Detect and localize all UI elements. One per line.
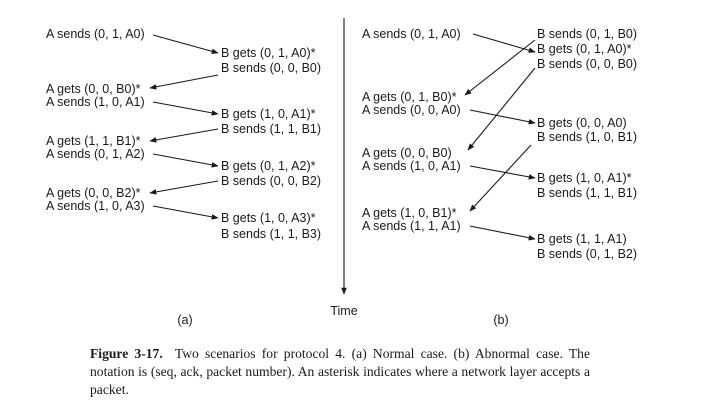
panel-a-label: A sends (1, 0, A1) [46,95,145,109]
panel-a: A sends (0, 1, A0) B gets (0, 1, A0)* B … [46,27,321,241]
panel-b-label: A sends (1, 1, A1) [362,219,461,233]
panel-a-label: B sends (1, 1, B3) [221,227,321,241]
panel-b-arrows [464,33,536,241]
message-arrow [149,128,219,143]
panel-b-label: B gets (0, 1, A0)* [537,42,632,56]
time-axis-label: Time [330,304,357,318]
message-arrow [464,39,536,96]
panel-b-label: A gets (0, 0, B0) [362,146,452,160]
panel-b-label: A gets (1, 0, B1)* [362,206,457,220]
panel-b-label: A sends (0, 1, A0) [362,27,461,41]
panel-a-label: B gets (0, 1, A2)* [221,159,316,173]
panel-b-label: B gets (1, 1, A1) [537,232,627,246]
message-arrow [469,144,532,212]
panel-b-label: B sends (0, 1, B2) [537,247,637,261]
panel-a-label: A gets (0, 0, B2)* [46,186,141,200]
message-arrow [152,205,219,220]
message-arrow [152,101,219,116]
panel-b: A sends (0, 1, A0) B sends (0, 1, B0) B … [362,27,637,261]
message-arrow [152,34,219,55]
message-arrow [469,165,536,180]
panel-b-label: B sends (1, 0, B1) [537,130,637,144]
message-arrow [149,74,219,90]
panel-a-label: B sends (0, 0, B2) [221,174,321,188]
panel-a-label: B sends (0, 0, B0) [221,61,321,75]
panel-a-caption-label: (a) [177,313,192,327]
panel-b-label: A sends (0, 0, A0) [362,103,461,117]
message-arrow [467,67,536,151]
message-arrow [469,225,536,241]
message-arrow [149,180,219,195]
message-arrow [469,109,536,125]
panel-b-label: B sends (0, 0, B0) [537,57,637,71]
panel-b-label: B sends (1, 1, B1) [537,186,637,200]
panel-b-label: A gets (0, 1, B0)* [362,90,457,104]
panel-a-label: A sends (0, 1, A0) [46,27,145,41]
panel-b-label: A sends (1, 0, A1) [362,159,461,173]
panel-a-label: B gets (1, 0, A3)* [221,211,316,225]
panel-a-arrows [149,34,219,220]
panel-b-label: B sends (0, 1, B0) [537,27,637,41]
panel-a-label: A sends (0, 1, A2) [46,147,145,161]
time-axis: Time [330,18,358,318]
panel-b-label: B gets (1, 0, A1)* [537,171,632,185]
panel-b-label: B gets (0, 0, A0) [537,116,627,130]
panel-a-label: B gets (1, 0, A1)* [221,107,316,121]
figure-caption: Figure 3-17. Two scenarios for protocol … [90,345,590,399]
message-arrow [472,33,536,53]
panel-a-label: B sends (1, 1, B1) [221,122,321,136]
panel-a-label: B gets (0, 1, A0)* [221,46,316,60]
panel-a-label: A sends (1, 0, A3) [46,199,145,213]
panel-a-label: A gets (1, 1, B1)* [46,134,141,148]
panel-a-label: A gets (0, 0, B0)* [46,82,141,96]
message-arrow [152,153,219,168]
figure-caption-text: Two scenarios for protocol 4. (a) Normal… [90,346,590,397]
panel-b-caption-label: (b) [493,313,508,327]
figure-caption-title: Figure 3-17. [90,346,163,361]
